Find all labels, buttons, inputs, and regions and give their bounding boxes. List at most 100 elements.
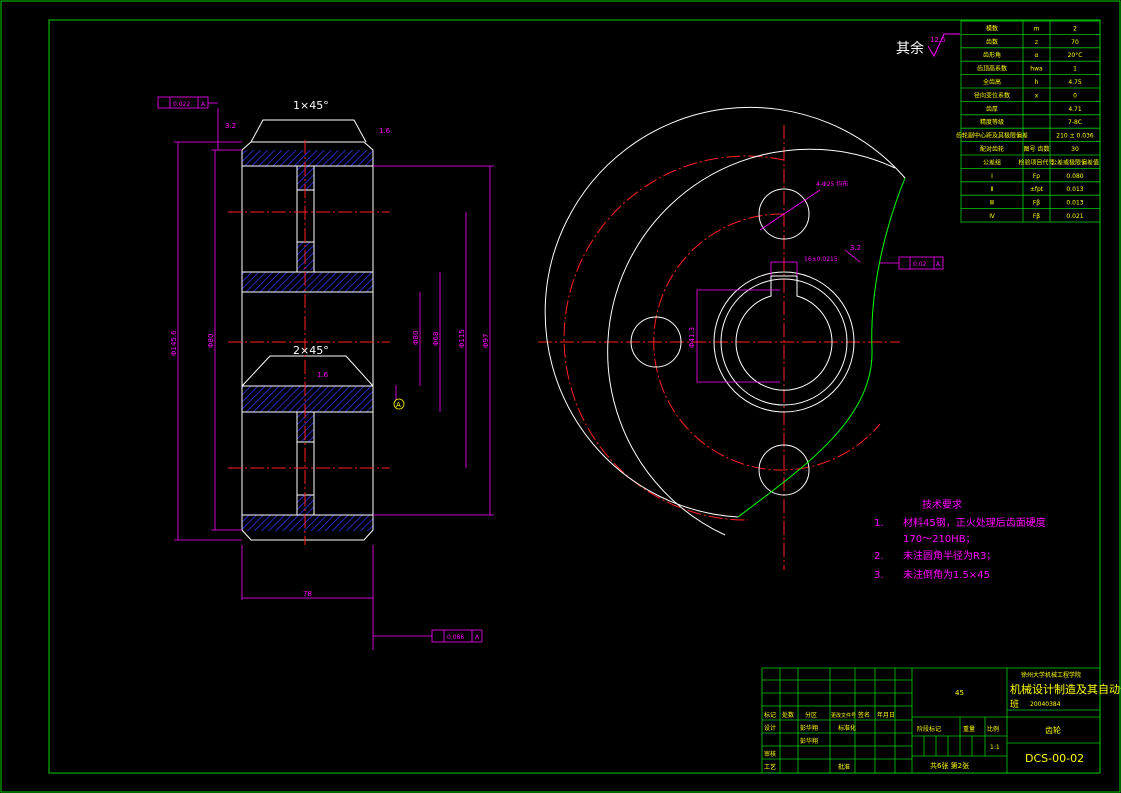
param-table-cell: Ⅱ — [991, 186, 994, 193]
tb-title2: 班 — [1010, 698, 1019, 710]
param-table-cell: 图号 齿数 — [1024, 145, 1050, 153]
dim-right-2: Φ115 — [458, 329, 466, 348]
param-table-cell: Ⅲ — [990, 200, 994, 207]
tolerance-top-value: 0.022 — [173, 101, 190, 108]
tb-change-doc: 更改文件号 — [831, 712, 856, 719]
hatch-top-web — [297, 166, 314, 190]
tech-req-1b-text: 170～210HB； — [903, 534, 976, 545]
tb-stage-mark: 阶段标记 — [917, 725, 941, 733]
param-table-cell: 2 — [1073, 25, 1077, 32]
roughness-note-label: 其余 — [896, 40, 924, 57]
tech-req-title: 技术要求 — [922, 498, 962, 511]
param-table-cell: Ⅳ — [989, 213, 995, 220]
param-table-cell: 210 ± 0.036 — [1056, 133, 1094, 140]
param-table-cell: 7-8C — [1068, 119, 1082, 126]
title-block: 徐州大学机械工程学院 机械设计制造及其自动化 班 20040384 45 齿轮 … — [761, 667, 1121, 774]
tb-process: 工艺 — [764, 763, 776, 771]
bore-dimension: Φ41.3 — [688, 327, 696, 348]
tolerance-bottom-value: 0.086 — [447, 634, 464, 641]
param-table-cell: Ⅰ — [991, 173, 993, 180]
inner-frame — [48, 19, 1101, 774]
param-table-cell: 精度等级 — [980, 118, 1004, 126]
tolerance-top-datum: A — [201, 101, 206, 108]
dim-outer-left: Φ145.6 — [170, 330, 178, 356]
param-table-frame — [960, 20, 1101, 223]
hatch-bottom-rim — [242, 515, 373, 531]
param-table-cell: 公差组 — [983, 158, 1001, 166]
chamfer-top-label: 1×45° — [293, 99, 329, 112]
keyway-dimension: 16±0.0215 — [804, 256, 838, 263]
holes-note: 4-Φ25 均布 — [816, 180, 848, 188]
roughness-note-value: 12.5 — [930, 36, 946, 44]
tolerance-bottom-datum: A — [475, 634, 480, 641]
param-table-cell: hwa — [1030, 66, 1043, 73]
front-roughness: 3.2 — [850, 244, 861, 252]
svg-text:A: A — [396, 401, 401, 409]
break-line — [737, 177, 906, 518]
param-table-cell: 配对齿轮 — [980, 145, 1004, 153]
tech-requirements: 技术要求 1. 材料45钢，正火处理后齿面硬度 170～210HB； 2. 未注… — [874, 498, 1046, 581]
tech-req-3-text: 未注倒角为1.5×45 — [903, 568, 990, 581]
tolerance-frame-bottom: 0.086 A — [431, 629, 483, 643]
svg-text:A: A — [936, 261, 941, 268]
param-table-cell: 0.080 — [1066, 173, 1083, 180]
datum-a-marker: A — [393, 398, 405, 410]
param-table-cell: x — [1035, 92, 1039, 99]
roughness-mid-value: 1.6 — [317, 371, 329, 379]
param-table-cell: z — [1035, 39, 1038, 46]
tb-design: 设计 — [764, 724, 776, 732]
dim-right-1: Φ97 — [482, 334, 490, 348]
param-table-cell: 齿顶高系数 — [977, 65, 1007, 73]
param-table-cell: 1 — [1073, 66, 1077, 73]
section-view: 1×45° 2×45° 0.022 A 0.086 A A 3.2 1.6 1.… — [157, 96, 494, 650]
roughness-symbol-icon — [927, 33, 960, 58]
key-tolerance-frame: 0.02 A — [898, 256, 944, 270]
tech-req-2-text: 未注圆角半径为R3； — [903, 549, 996, 562]
param-table-cell: Fβ — [1033, 213, 1040, 220]
tech-req-2-num: 2. — [874, 551, 884, 562]
roughness-right-value: 1.6 — [379, 127, 391, 135]
tolerance-frame-top: 0.022 A — [157, 96, 209, 109]
tb-date: 年月日 — [877, 711, 895, 719]
param-table-cell: 齿轮副中心距及其极限偏差 — [956, 132, 1028, 140]
param-table-cell: 0 — [1073, 92, 1077, 99]
dim-right-3: Φ68 — [432, 332, 440, 346]
tb-sheet: 共6张 第2张 — [930, 761, 969, 770]
chamfer-mid-label: 2×45° — [293, 344, 329, 357]
param-table-cell: 4.71 — [1068, 106, 1082, 113]
dim-right-4: Φ80 — [412, 331, 420, 345]
tb-drawing-no: DCS-00-02 — [1025, 752, 1084, 765]
tb-part-name: 齿轮 — [1045, 725, 1061, 735]
svg-text:0.02: 0.02 — [913, 261, 927, 268]
tb-ratio: 比例 — [987, 725, 999, 733]
param-table-cell: 20°C — [1068, 52, 1083, 59]
tb-weight: 重量 — [963, 725, 975, 733]
hatch-mid-band — [242, 272, 373, 292]
param-table-cell: 径向变位系数 — [974, 91, 1010, 99]
param-table-cell: 0.021 — [1066, 213, 1083, 220]
param-table-cell: 齿厚 — [986, 105, 998, 113]
tb-approve: 批准 — [838, 763, 850, 771]
tb-sign: 签名 — [858, 711, 870, 719]
param-table-cell: ±fpt — [1030, 186, 1044, 193]
roughness-left-value: 3.2 — [225, 122, 236, 130]
param-table-cell: 30 — [1071, 146, 1079, 153]
tb-review: 审核 — [764, 750, 776, 758]
tb-designer-name: 彭华翔 — [800, 724, 818, 732]
tb-count: 处数 — [782, 711, 794, 719]
tb-school: 徐州大学机械工程学院 — [1021, 671, 1081, 679]
hatch-top-rim — [242, 150, 373, 166]
param-table-cell: 模数 — [986, 24, 998, 32]
front-view: 16±0.0215 4-Φ25 均布 3.2 Φ41.3 0.02 A — [538, 106, 944, 570]
param-table-cell: 齿数 — [986, 38, 998, 46]
param-table-cell: 0.013 — [1066, 200, 1083, 207]
tech-req-1-num: 1. — [874, 518, 884, 529]
param-table-cell: Fβ — [1033, 200, 1040, 207]
tech-req-3-num: 3. — [874, 570, 884, 581]
param-table-cell: 4.75 — [1068, 79, 1082, 86]
tb-scale: 1:1 — [990, 744, 1000, 751]
param-table-cell: 公差或极限偏差值 — [1051, 158, 1099, 166]
tb-title: 机械设计制造及其自动化 — [1010, 682, 1121, 696]
